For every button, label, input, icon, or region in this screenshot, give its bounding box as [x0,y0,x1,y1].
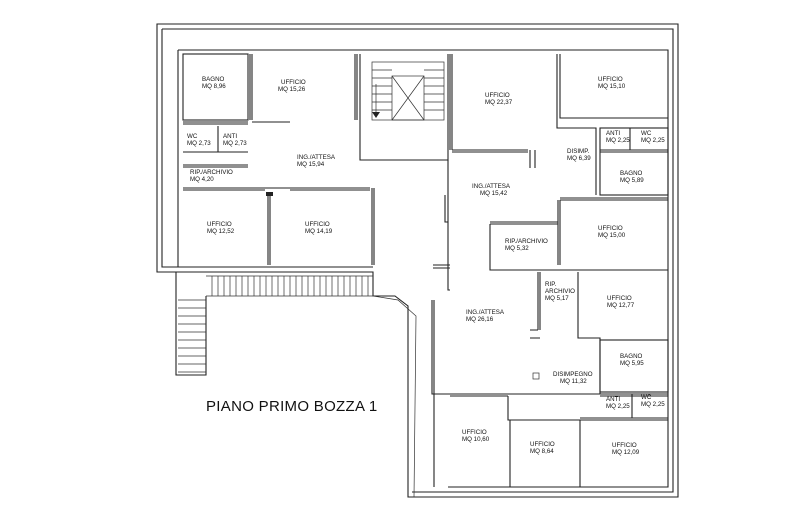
room-name-bagno-2: BAGNO [620,170,643,177]
room-area-bagno-2: MQ 5,89 [620,177,644,184]
room-area-ingresso-2: MQ 15,42 [480,190,508,197]
room-name-rip-2: RIP./ARCHIVIO [505,238,548,245]
plan-title: PIANO PRIMO BOZZA 1 [206,398,378,415]
room-name-ufficio-6: UFFICIO [598,225,623,232]
room-name-wc-3: WC [641,394,652,401]
room-area-ufficio-8: MQ 10,60 [462,436,490,443]
room-area-bagno-3: MQ 5,95 [620,360,644,367]
room-name-ingresso-2: ING./ATTESA [472,183,511,190]
south-east-block [431,272,669,487]
room-area-ufficio-2: MQ 12,52 [207,228,235,235]
room-area-anti-3: MQ 2,25 [606,403,630,410]
room-name-ufficio-9: UFFICIO [530,441,555,448]
room-name-ufficio-4: UFFICIO [485,92,510,99]
room-name-anti-2: ANTI [606,130,620,137]
room-name-anti-3: ANTI [606,396,620,403]
room-name-disimpegno-1: DISIMPEGNO [553,371,593,378]
west-block [182,53,449,265]
room-name-rip-3: RIP. [545,281,557,288]
room-area-ufficio-6: MQ 15,00 [598,232,626,239]
room-area-bagno-1: MQ 8,96 [202,83,226,90]
room-area-rip-2: MQ 5,32 [505,245,529,252]
room-area-anti-2: MQ 2,25 [606,137,630,144]
room-name-ufficio-2: UFFICIO [207,221,232,228]
room-name-anti-1: ANTI [223,133,237,140]
room-area-ingresso-3: MQ 26,16 [466,316,494,323]
east-block [433,54,669,291]
room-area-ufficio-7: MQ 12,77 [607,302,635,309]
room-area-ingresso-1: MQ 15,94 [297,161,325,168]
room-area-ufficio-5: MQ 15,10 [598,83,626,90]
room-name-bagno-3: BAGNO [620,353,643,360]
room-area-ufficio-3: MQ 14,19 [305,228,333,235]
stair-well [371,61,445,121]
room-area-disimp-1: MQ 6,39 [567,155,591,162]
room-area-rip-3: MQ 5,17 [545,295,569,302]
room-name-rip-1: RIP./ARCHIVIO [190,169,233,176]
room-name-ingresso-1: ING./ATTESA [297,154,336,161]
room-name-ingresso-3: ING./ATTESA [466,309,505,316]
room-area-disimpegno-1: MQ 11,32 [560,378,587,385]
room-area-anti-1: MQ 2,73 [223,140,247,147]
room-name-ufficio-10: UFFICIO [612,442,637,449]
room-area-wc-2: MQ 2,25 [641,137,665,144]
room-name-bagno-1: BAGNO [202,76,225,83]
room-area-ufficio-4: MQ 22,37 [485,99,513,106]
room-area-ufficio-1: MQ 15,26 [278,86,306,93]
room-name-wc-1: WC [187,133,198,140]
external-stair [175,272,417,498]
room-area-ufficio-10: MQ 12,09 [612,449,640,456]
room-labels: BAGNO MQ 8,96 UFFICIO MQ 15,26 WC MQ 2,7… [187,76,665,456]
outer-walls [156,23,679,498]
room-area-rip-1: MQ 4,20 [190,176,214,183]
room-name-ufficio-3: UFFICIO [305,221,330,228]
room-area-wc-3: MQ 2,25 [641,401,665,408]
room-name-disimp-1: DISIMP. [567,148,590,155]
room-name-ufficio-8: UFFICIO [462,429,487,436]
room-area-ufficio-9: MQ 8,64 [530,448,554,455]
room-name-ufficio-7: UFFICIO [607,295,632,302]
room-name-ufficio-5: UFFICIO [598,76,623,83]
room-name-ufficio-1: UFFICIO [281,79,306,86]
room-area-wc-1: MQ 2,73 [187,140,211,147]
room-name-wc-2: WC [641,130,652,137]
room-name2-rip-3: ARCHIVIO [545,288,575,295]
